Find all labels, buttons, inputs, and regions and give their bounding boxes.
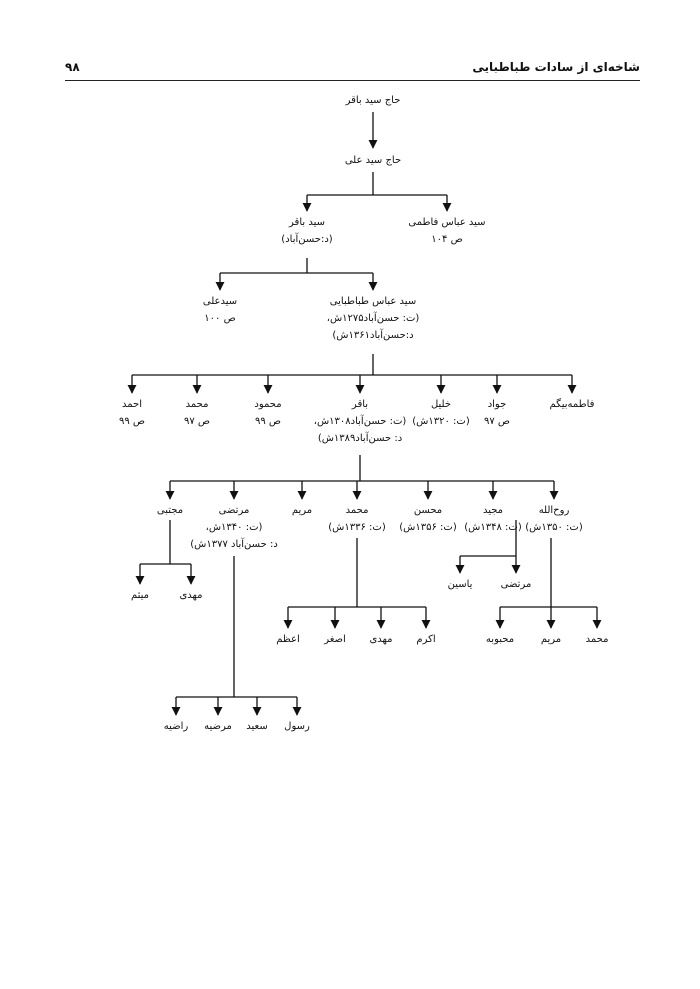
person-n17: محمد (ت: ۱۳۳۶ش) <box>287 502 427 536</box>
person-n35: رسول <box>227 718 367 735</box>
person-n22: مهدی <box>121 587 261 604</box>
page-number: ۹۸ <box>65 60 80 74</box>
person-name: سعید <box>246 721 268 732</box>
person-detail: (ت: ۱۳۲۰ش) <box>412 416 470 427</box>
person-n10: باقر (ت: حسن‌آباد۱۳۰۸ش، د: حسن‌آباد۱۳۸۹ش) <box>290 396 430 447</box>
person-detail: (ت: ۱۳۵۰ش) <box>525 522 583 533</box>
person-n31: محمد <box>527 631 667 648</box>
person-detail: (ت: حسن‌آباد۱۲۷۵ش، <box>326 313 420 324</box>
person-name: محمود <box>254 399 282 410</box>
person-n1: حاج سید باقر <box>303 92 443 109</box>
person-detail: ص ۹۷ <box>183 416 211 427</box>
person-name: مرضیه <box>204 721 232 732</box>
person-detail: (د:حسن‌آباد) <box>281 234 333 245</box>
person-name: مرتضی <box>218 505 250 516</box>
person-name: محسن <box>413 505 443 516</box>
person-n16: مریم <box>232 502 372 519</box>
person-n25: اعظم <box>218 631 358 648</box>
person-name: سید عباس فاطمی <box>408 217 486 228</box>
person-n26: اصغر <box>265 631 405 648</box>
person-n2: حاج سید علی <box>303 152 443 169</box>
person-n34: سعید <box>187 718 327 735</box>
person-name: مریم <box>291 505 313 516</box>
person-n9: محمود ص ۹۹ <box>198 396 338 430</box>
person-name: حاج سید علی <box>344 155 402 166</box>
person-n19: مجید (ت: ۱۳۴۸ش) <box>423 502 563 536</box>
person-detail: د:حسن‌آباد۱۳۶۱ش) <box>332 330 414 341</box>
person-detail: د: حسن‌آباد ۱۳۷۷ش) <box>190 539 278 550</box>
person-detail: (ت: ۱۳۵۶ش) <box>399 522 457 533</box>
person-name: یاسین <box>447 579 473 590</box>
person-name: راضیه <box>163 721 189 732</box>
person-detail: ص ۹۷ <box>483 416 511 427</box>
person-name: روح‌الله <box>538 505 570 516</box>
person-detail: ص ۱۰۴ <box>431 234 463 245</box>
person-detail: ص ۱۰۰ <box>204 313 236 324</box>
person-name: مریم <box>540 634 562 645</box>
person-n11: خلیل (ت: ۱۳۲۰ش) <box>371 396 511 430</box>
person-n15: مرتضی (ت: ۱۳۴۰ش، د: حسن‌آباد ۱۳۷۷ش) <box>164 502 304 553</box>
person-detail: (ت: ۱۳۴۰ش، <box>205 522 263 533</box>
person-detail: (ت: ۱۳۴۸ش) <box>464 522 522 533</box>
person-detail: ص ۹۹ <box>254 416 282 427</box>
person-detail: ص ۹۹ <box>118 416 146 427</box>
person-name: محمد <box>585 634 609 645</box>
person-n12: جواد ص ۹۷ <box>427 396 567 430</box>
person-n8: محمد ص ۹۷ <box>127 396 267 430</box>
person-n33: مرضیه <box>148 718 288 735</box>
person-n24: مرتضی <box>446 576 586 593</box>
person-name: مجتبی <box>156 505 184 516</box>
person-name: محمد <box>345 505 369 516</box>
person-n13: فاطمه‌بیگم <box>502 396 642 413</box>
person-name: سید باقر <box>289 217 325 228</box>
person-name: مرتضی <box>500 579 532 590</box>
person-name: اعظم <box>276 634 300 645</box>
person-n23: یاسین <box>390 576 530 593</box>
person-n14: مجتبی <box>100 502 240 519</box>
person-n3: سید باقر (د:حسن‌آباد) <box>237 214 377 248</box>
person-name: اصغر <box>324 634 346 645</box>
person-n18: محسن (ت: ۱۳۵۶ش) <box>358 502 498 536</box>
person-name: خلیل <box>430 399 452 410</box>
header-rule <box>65 80 640 81</box>
person-name: اکرم <box>416 634 436 645</box>
person-name: فاطمه‌بیگم <box>549 399 595 410</box>
person-name: جواد <box>487 399 507 410</box>
person-n28: اکرم <box>356 631 496 648</box>
person-name: مهدی <box>369 634 393 645</box>
person-n20: روح‌الله (ت: ۱۳۵۰ش) <box>484 502 624 536</box>
person-name: میثم <box>130 590 150 601</box>
person-name: احمد <box>122 399 142 410</box>
person-name: رسول <box>284 721 310 732</box>
person-name: باقر <box>351 399 369 410</box>
person-n21: میثم <box>70 587 210 604</box>
person-name: محبوبه <box>485 634 515 645</box>
person-n30: مریم <box>481 631 621 648</box>
person-name: حاج سید باقر <box>345 95 401 106</box>
person-detail: (ت: ۱۳۳۶ش) <box>328 522 386 533</box>
person-n7: احمد ص ۹۹ <box>62 396 202 430</box>
person-name: سید عباس طباطبایی <box>329 296 417 307</box>
person-name: محمد <box>185 399 209 410</box>
person-name: مجید <box>482 505 504 516</box>
person-n5: سیدعلی ص ۱۰۰ <box>150 293 290 327</box>
person-n6: سید عباس طباطبایی (ت: حسن‌آباد۱۲۷۵ش، د:حسن… <box>303 293 443 344</box>
person-detail: د: حسن‌آباد۱۳۸۹ش) <box>317 433 403 444</box>
person-n4: سید عباس فاطمی ص ۱۰۴ <box>377 214 517 248</box>
person-n27: مهدی <box>311 631 451 648</box>
person-n32: راضیه <box>106 718 246 735</box>
person-name: سیدعلی <box>202 296 238 307</box>
person-detail: (ت: حسن‌آباد۱۳۰۸ش، <box>313 416 407 427</box>
person-name: مهدی <box>179 590 203 601</box>
page-title: شاخه‌ای از سادات طباطبایی <box>472 60 640 74</box>
person-n29: محبوبه <box>430 631 570 648</box>
